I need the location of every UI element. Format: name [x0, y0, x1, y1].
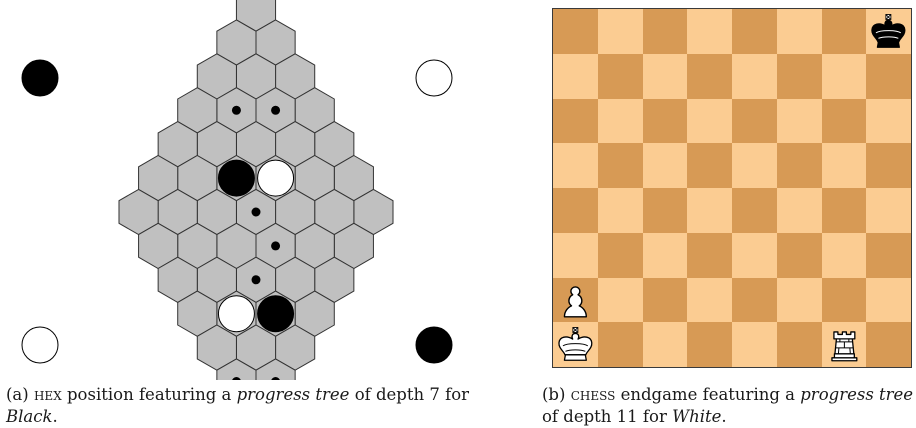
hex-board-figure [0, 0, 520, 380]
chess-square-g5 [822, 143, 867, 188]
chess-square-h2 [866, 278, 911, 323]
caption-a-text-2: of depth 7 for [355, 385, 469, 404]
chess-square-d3 [687, 233, 732, 278]
black-stone [258, 296, 294, 332]
chess-square-h8 [866, 9, 911, 54]
chess-board-figure [552, 8, 912, 368]
chess-square-a2 [553, 278, 598, 323]
black-stone [218, 160, 254, 196]
caption-a-term: progress tree [237, 385, 350, 404]
chess-square-e4 [732, 188, 777, 233]
caption-b-text-1: endgame featuring a [621, 385, 795, 404]
chess-square-d6 [687, 99, 732, 144]
chess-square-a7 [553, 54, 598, 99]
chess-square-e1 [732, 322, 777, 367]
chess-square-c3 [643, 233, 688, 278]
progress-dot [271, 106, 280, 115]
chess-square-b7 [598, 54, 643, 99]
black-corner-marker [22, 60, 58, 96]
chess-square-b2 [598, 278, 643, 323]
chess-square-c5 [643, 143, 688, 188]
caption-a-player: Black [6, 407, 52, 426]
chess-square-h6 [866, 99, 911, 144]
chess-square-g1 [822, 322, 867, 367]
hex-board [119, 0, 393, 380]
chess-square-g6 [822, 99, 867, 144]
chess-square-b5 [598, 143, 643, 188]
chess-square-f5 [777, 143, 822, 188]
chess-square-g7 [822, 54, 867, 99]
chess-square-b4 [598, 188, 643, 233]
chess-square-h4 [866, 188, 911, 233]
chess-square-f2 [777, 278, 822, 323]
chess-square-e6 [732, 99, 777, 144]
chess-board [552, 8, 912, 368]
chess-square-g2 [822, 278, 867, 323]
chess-square-a4 [553, 188, 598, 233]
chess-square-e8 [732, 9, 777, 54]
chess-square-d7 [687, 54, 732, 99]
caption-a-text-1: position featuring a [67, 385, 231, 404]
chess-square-a1 [553, 322, 598, 367]
progress-dot [252, 208, 261, 217]
chess-square-e3 [732, 233, 777, 278]
progress-dot [232, 106, 241, 115]
caption-b-label: (b) [542, 385, 565, 404]
caption-b-game: CHESS [571, 385, 616, 405]
chess-square-e7 [732, 54, 777, 99]
chess-square-c6 [643, 99, 688, 144]
chess-square-a3 [553, 233, 598, 278]
chess-square-g3 [822, 233, 867, 278]
chess-square-c2 [643, 278, 688, 323]
progress-dot [252, 275, 261, 284]
chess-square-f6 [777, 99, 822, 144]
caption-b-player: White [672, 407, 721, 426]
chess-square-a5 [553, 143, 598, 188]
chess-square-f8 [777, 9, 822, 54]
chess-square-b8 [598, 9, 643, 54]
chess-square-h3 [866, 233, 911, 278]
figure-caption-a: (a) HEX position featuring a progress tr… [6, 384, 506, 427]
chess-square-b1 [598, 322, 643, 367]
chess-square-c1 [643, 322, 688, 367]
chess-square-c7 [643, 54, 688, 99]
chess-square-f4 [777, 188, 822, 233]
chess-square-c8 [643, 9, 688, 54]
chess-square-f7 [777, 54, 822, 99]
chess-square-f3 [777, 233, 822, 278]
caption-b-end: . [721, 407, 726, 426]
caption-a-label: (a) [6, 385, 29, 404]
figure-caption-b: (b) CHESS endgame featuring a progress t… [542, 384, 914, 427]
white-stone [258, 160, 294, 196]
chess-square-h5 [866, 143, 911, 188]
caption-b-text-2: of depth 11 for [542, 407, 667, 426]
chess-square-b3 [598, 233, 643, 278]
white-stone [218, 296, 254, 332]
chess-square-d4 [687, 188, 732, 233]
progress-dot [271, 241, 280, 250]
chess-square-d1 [687, 322, 732, 367]
caption-a-end: . [52, 407, 57, 426]
chess-square-h1 [866, 322, 911, 367]
chess-square-f1 [777, 322, 822, 367]
chess-square-h7 [866, 54, 911, 99]
caption-a-game: HEX [34, 385, 62, 405]
chess-square-d8 [687, 9, 732, 54]
chess-square-g8 [822, 9, 867, 54]
white-corner-marker [416, 60, 452, 96]
caption-b-term: progress tree [800, 385, 913, 404]
chess-square-b6 [598, 99, 643, 144]
chess-square-e2 [732, 278, 777, 323]
chess-square-g4 [822, 188, 867, 233]
chess-square-c4 [643, 188, 688, 233]
white-corner-marker [22, 327, 58, 363]
chess-square-e5 [732, 143, 777, 188]
chess-square-d2 [687, 278, 732, 323]
chess-square-d5 [687, 143, 732, 188]
chess-square-a8 [553, 9, 598, 54]
chess-square-a6 [553, 99, 598, 144]
black-corner-marker [416, 327, 452, 363]
